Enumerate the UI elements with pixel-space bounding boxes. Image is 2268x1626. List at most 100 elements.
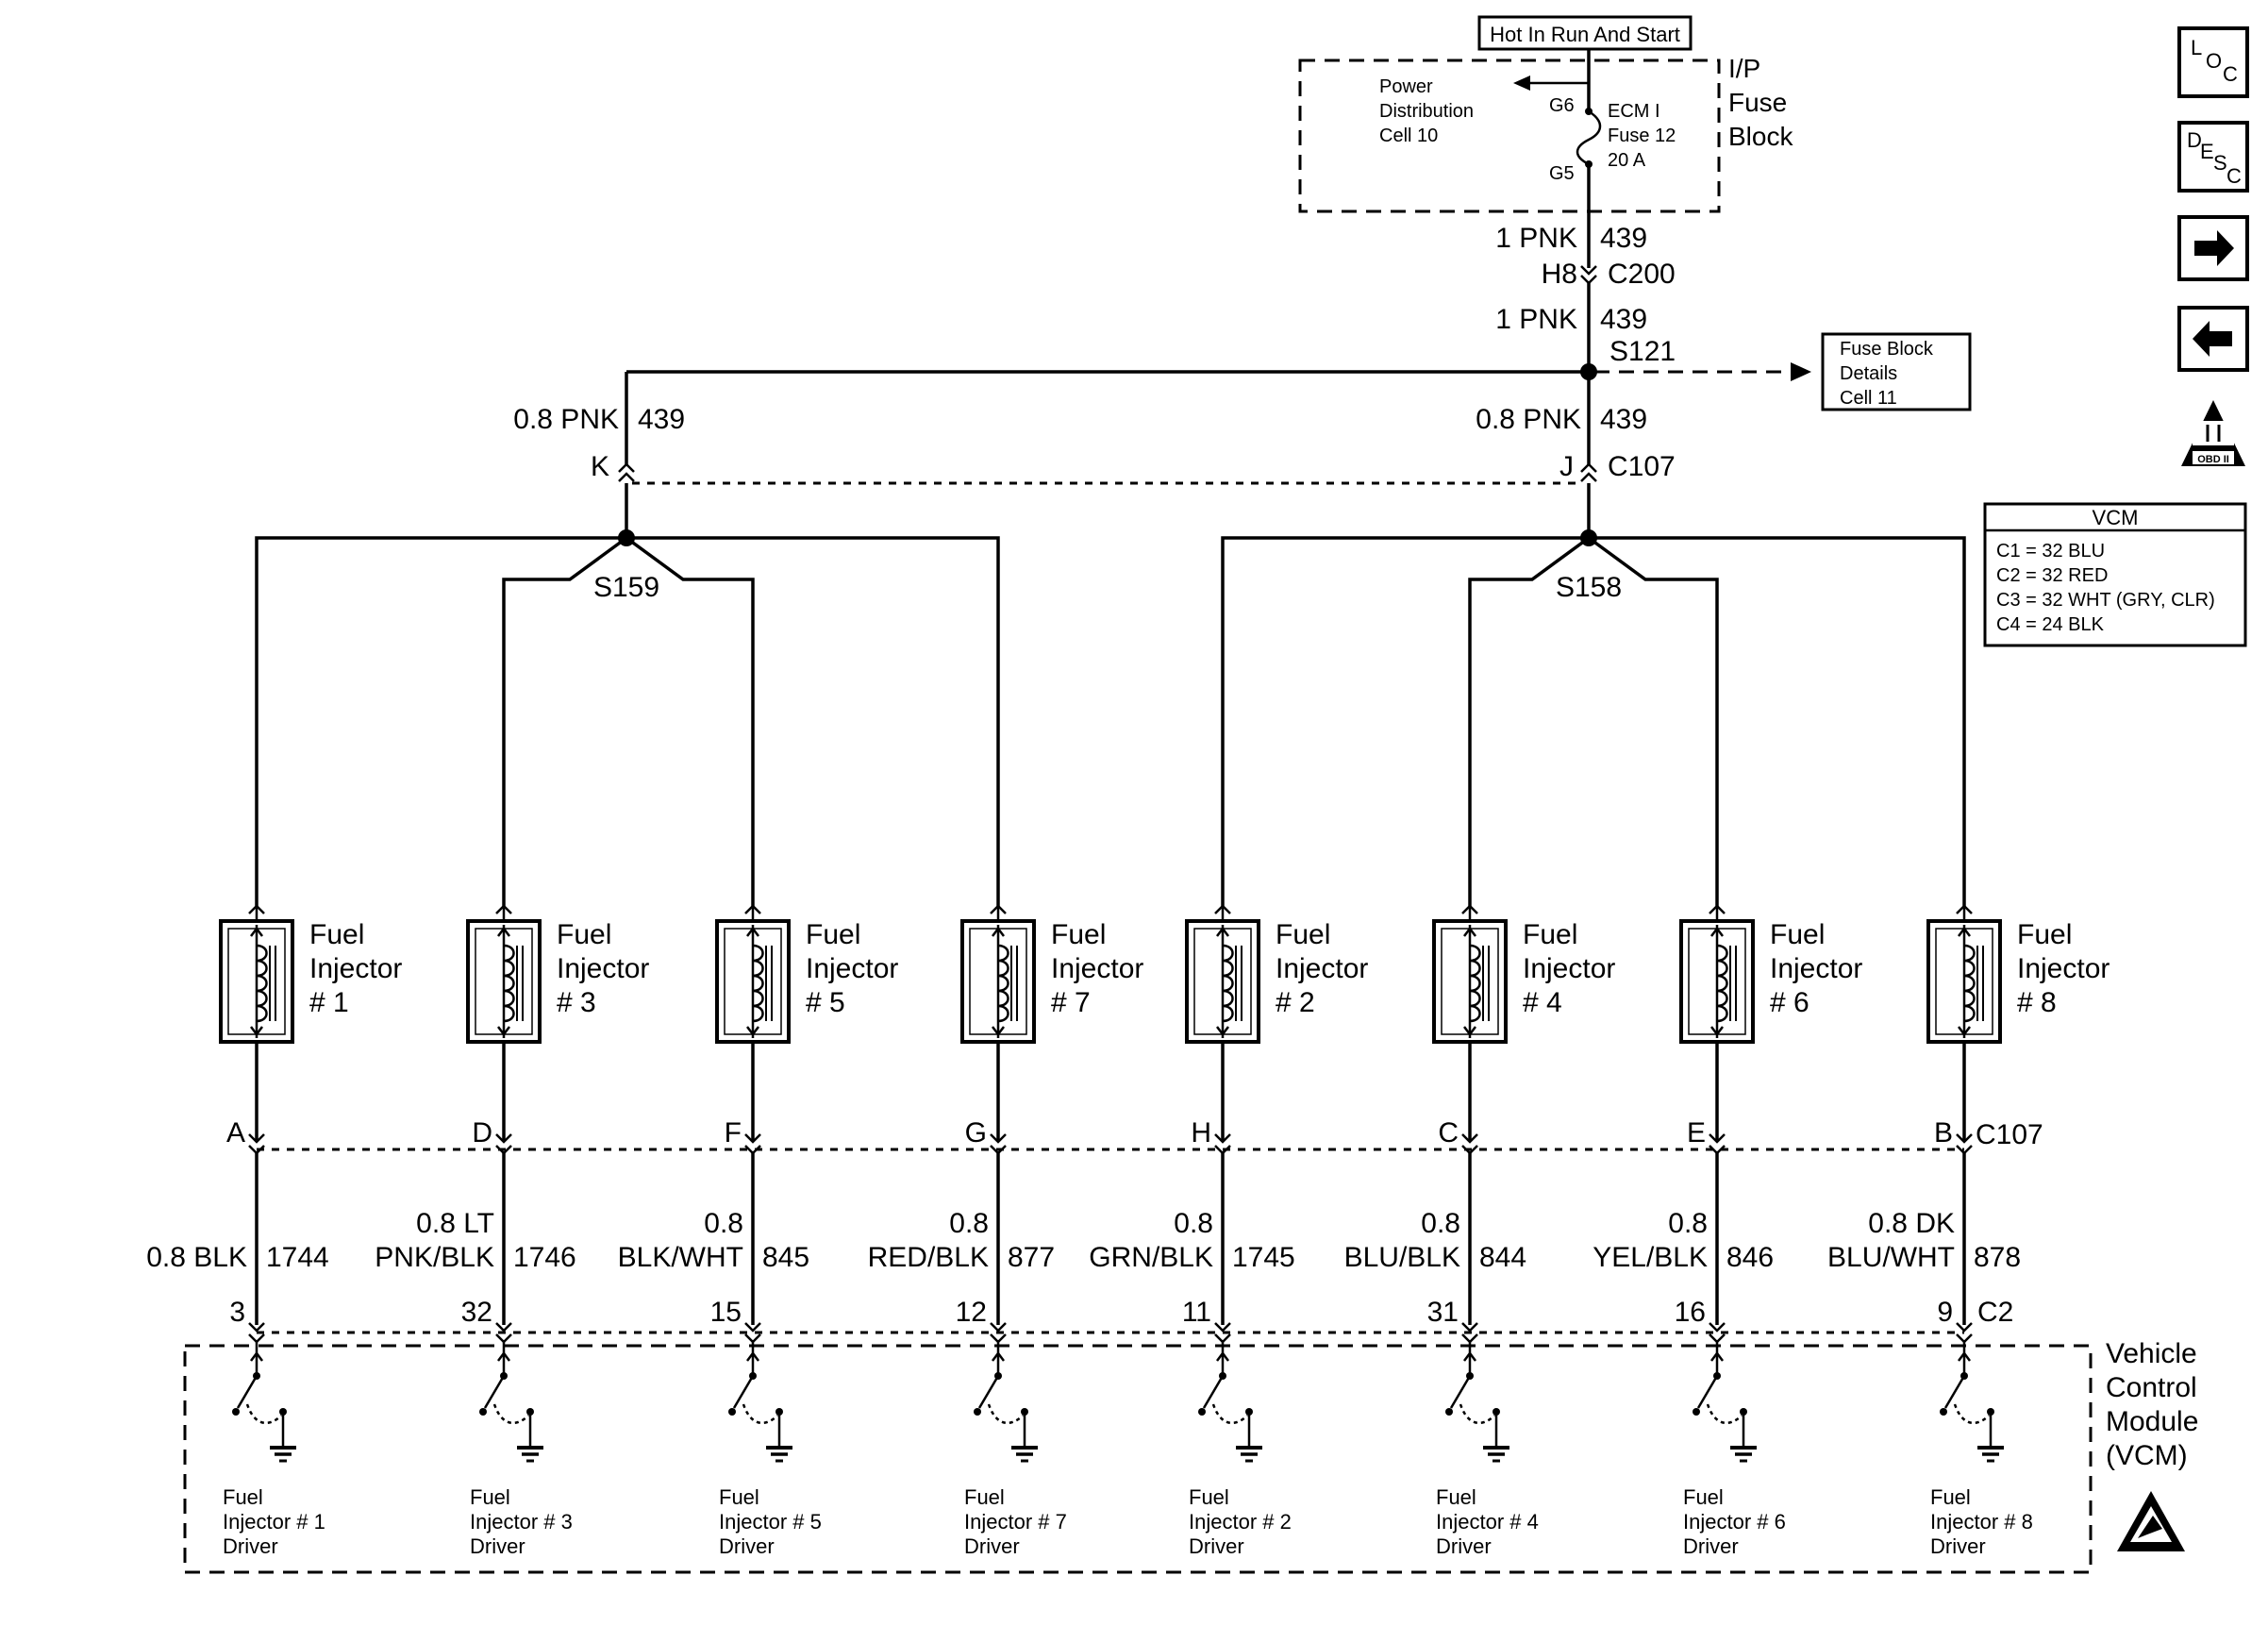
injector-column: [1185, 904, 1262, 1463]
injector-name-line1: Fuel: [1770, 919, 1825, 950]
vcm-outline: [183, 1344, 2093, 1574]
wire-size-line2: 0.8 BLK: [146, 1242, 247, 1273]
vcm-name-1: Vehicle: [2106, 1338, 2197, 1369]
fuse-block-ref-box: [1821, 332, 1972, 411]
right-wire-circuit: 439: [1600, 404, 1647, 435]
wire-size-line2: BLU/BLK: [1344, 1242, 1460, 1273]
fuse-block-name-3: Block: [1728, 122, 1793, 151]
vcm-name-4: (VCM): [2106, 1440, 2188, 1471]
loc-letter-3: C: [2223, 62, 2238, 86]
vcm-legend-c2: C2 = 32 RED: [1996, 565, 2108, 586]
injector-coil-icon: [1222, 944, 1234, 1023]
driver-label-line1: Fuel: [719, 1485, 759, 1509]
driver-label-line2: Injector # 5: [719, 1510, 822, 1534]
injector-name-line3: # 6: [1770, 987, 1809, 1018]
vcm-legend-c3: C3 = 32 WHT (GRY, CLR): [1996, 590, 2215, 611]
driver-switch-icon: [483, 1375, 506, 1409]
wire-size-line2: RED/BLK: [868, 1242, 989, 1273]
injector-name-line1: Fuel: [2017, 919, 2072, 950]
injector-column: [1432, 904, 1509, 1463]
driver-switch-icon: [732, 1375, 755, 1409]
driver-label-line2: Injector # 1: [223, 1510, 325, 1534]
wire-size-line2: YEL/BLK: [1593, 1242, 1708, 1273]
injector-coil-icon: [997, 944, 1009, 1023]
splice-s121-label: S121: [1609, 336, 1676, 367]
driver-label-line1: Fuel: [1930, 1485, 1971, 1509]
feed-wire2-size: 1 PNK: [1495, 304, 1577, 335]
esd-warning-icon: [2117, 1491, 2185, 1551]
c200-connector-icon: [1580, 265, 1597, 276]
injector-top-connector-icon: [1709, 904, 1726, 914]
driver-label-line3: Driver: [1930, 1534, 1986, 1558]
c2-pin-number: 9: [1937, 1297, 1953, 1328]
injector-name-line3: # 3: [557, 987, 596, 1018]
loc-button[interactable]: L O C: [2177, 26, 2249, 98]
vcm-connector-legend: VCM C1 = 32 BLU C2 = 32 RED C3 = 32 WHT …: [1983, 502, 2247, 647]
next-page-button[interactable]: [2177, 215, 2249, 281]
vcm-legend-c4: C4 = 24 BLK: [1996, 614, 2105, 635]
injector-name-line2: Injector: [1276, 953, 1368, 984]
wire-size-line1: 0.8: [949, 1208, 989, 1239]
wire-size-line1: 0.8: [1668, 1208, 1708, 1239]
wire-size-line1: 0.8 DK: [1868, 1208, 1955, 1239]
c107-upper-left-icon: [618, 462, 635, 473]
desc-letter-4: C: [2226, 164, 2242, 188]
c2-pin-number: 32: [461, 1297, 492, 1328]
driver-switch-icon: [977, 1375, 1000, 1409]
feed-wire1-circuit: 439: [1600, 223, 1647, 254]
c2-connector-icon: [1956, 1322, 1973, 1333]
injector-name-line3: # 4: [1523, 987, 1562, 1018]
fuse-block-ref-1: Fuse Block: [1840, 339, 1934, 360]
injector-name-line1: Fuel: [806, 919, 860, 950]
driver-label-line2: Injector # 7: [964, 1510, 1067, 1534]
wire-circuit-number: 845: [762, 1242, 809, 1273]
fuse-pin-out: G5: [1549, 163, 1575, 184]
driver-label-line3: Driver: [223, 1534, 278, 1558]
ref-arrow-icon: [1791, 362, 1811, 381]
injector-name-line3: # 2: [1276, 987, 1315, 1018]
left-wire-size: 0.8 PNK: [513, 404, 619, 435]
right-c107-pin: J: [1559, 451, 1574, 482]
feed-wire2-circuit: 439: [1600, 304, 1647, 335]
wire-circuit-number: 1744: [266, 1242, 329, 1273]
splice-s159-label: S159: [593, 572, 659, 603]
driver-switch-icon: [1696, 1375, 1719, 1409]
vcm-name-2: Control: [2106, 1372, 2197, 1403]
injector-name-line1: Fuel: [1523, 919, 1577, 950]
pd-ref-2: Distribution: [1379, 101, 1474, 122]
right-wire-size: 0.8 PNK: [1476, 404, 1581, 435]
loc-letter-1: L: [2191, 36, 2202, 59]
wire-circuit-number: 1745: [1232, 1242, 1295, 1273]
c200-pin: H8: [1542, 259, 1577, 290]
wire-size-line1: 0.8: [1174, 1208, 1213, 1239]
fuse-element-icon: [1576, 109, 1602, 166]
injector-coil-icon: [1716, 944, 1728, 1023]
c2-pin-number: 3: [229, 1297, 245, 1328]
fuse-pin-in: G6: [1549, 95, 1575, 116]
pd-ref-1: Power: [1379, 76, 1433, 97]
c2-connector-icon: [744, 1322, 761, 1333]
driver-label-line2: Injector # 4: [1436, 1510, 1539, 1534]
desc-button[interactable]: D E S C: [2177, 121, 2249, 193]
wire-size-line1: 0.8: [1421, 1208, 1460, 1239]
c2-pin-number: 11: [1182, 1297, 1211, 1328]
injector-top-connector-icon: [744, 904, 761, 914]
driver-label-line2: Injector # 6: [1683, 1510, 1786, 1534]
wire-size-line1: 0.8: [704, 1208, 743, 1239]
c2-pin-number: 31: [1427, 1297, 1459, 1328]
driver-label-line1: Fuel: [1683, 1485, 1724, 1509]
obd-ii-icon[interactable]: OBD II: [2181, 400, 2245, 466]
injector-name-line3: # 7: [1051, 987, 1091, 1018]
c107-lower-connector-icon: [495, 1133, 512, 1144]
injector-top-connector-icon: [495, 904, 512, 914]
c107-lower-connector-icon: [1461, 1133, 1478, 1144]
c2-connector-icon: [1709, 1322, 1726, 1333]
driver-switch-icon: [1449, 1375, 1472, 1409]
injector-column: [960, 904, 1038, 1463]
prev-page-button[interactable]: [2177, 306, 2249, 372]
desc-letter-2: E: [2200, 140, 2214, 163]
c107-pin-letter: G: [965, 1117, 987, 1148]
c107-lower-label: C107: [1976, 1119, 2043, 1150]
vcm-legend-title: VCM: [2093, 506, 2139, 529]
c200-label: C200: [1608, 259, 1676, 290]
